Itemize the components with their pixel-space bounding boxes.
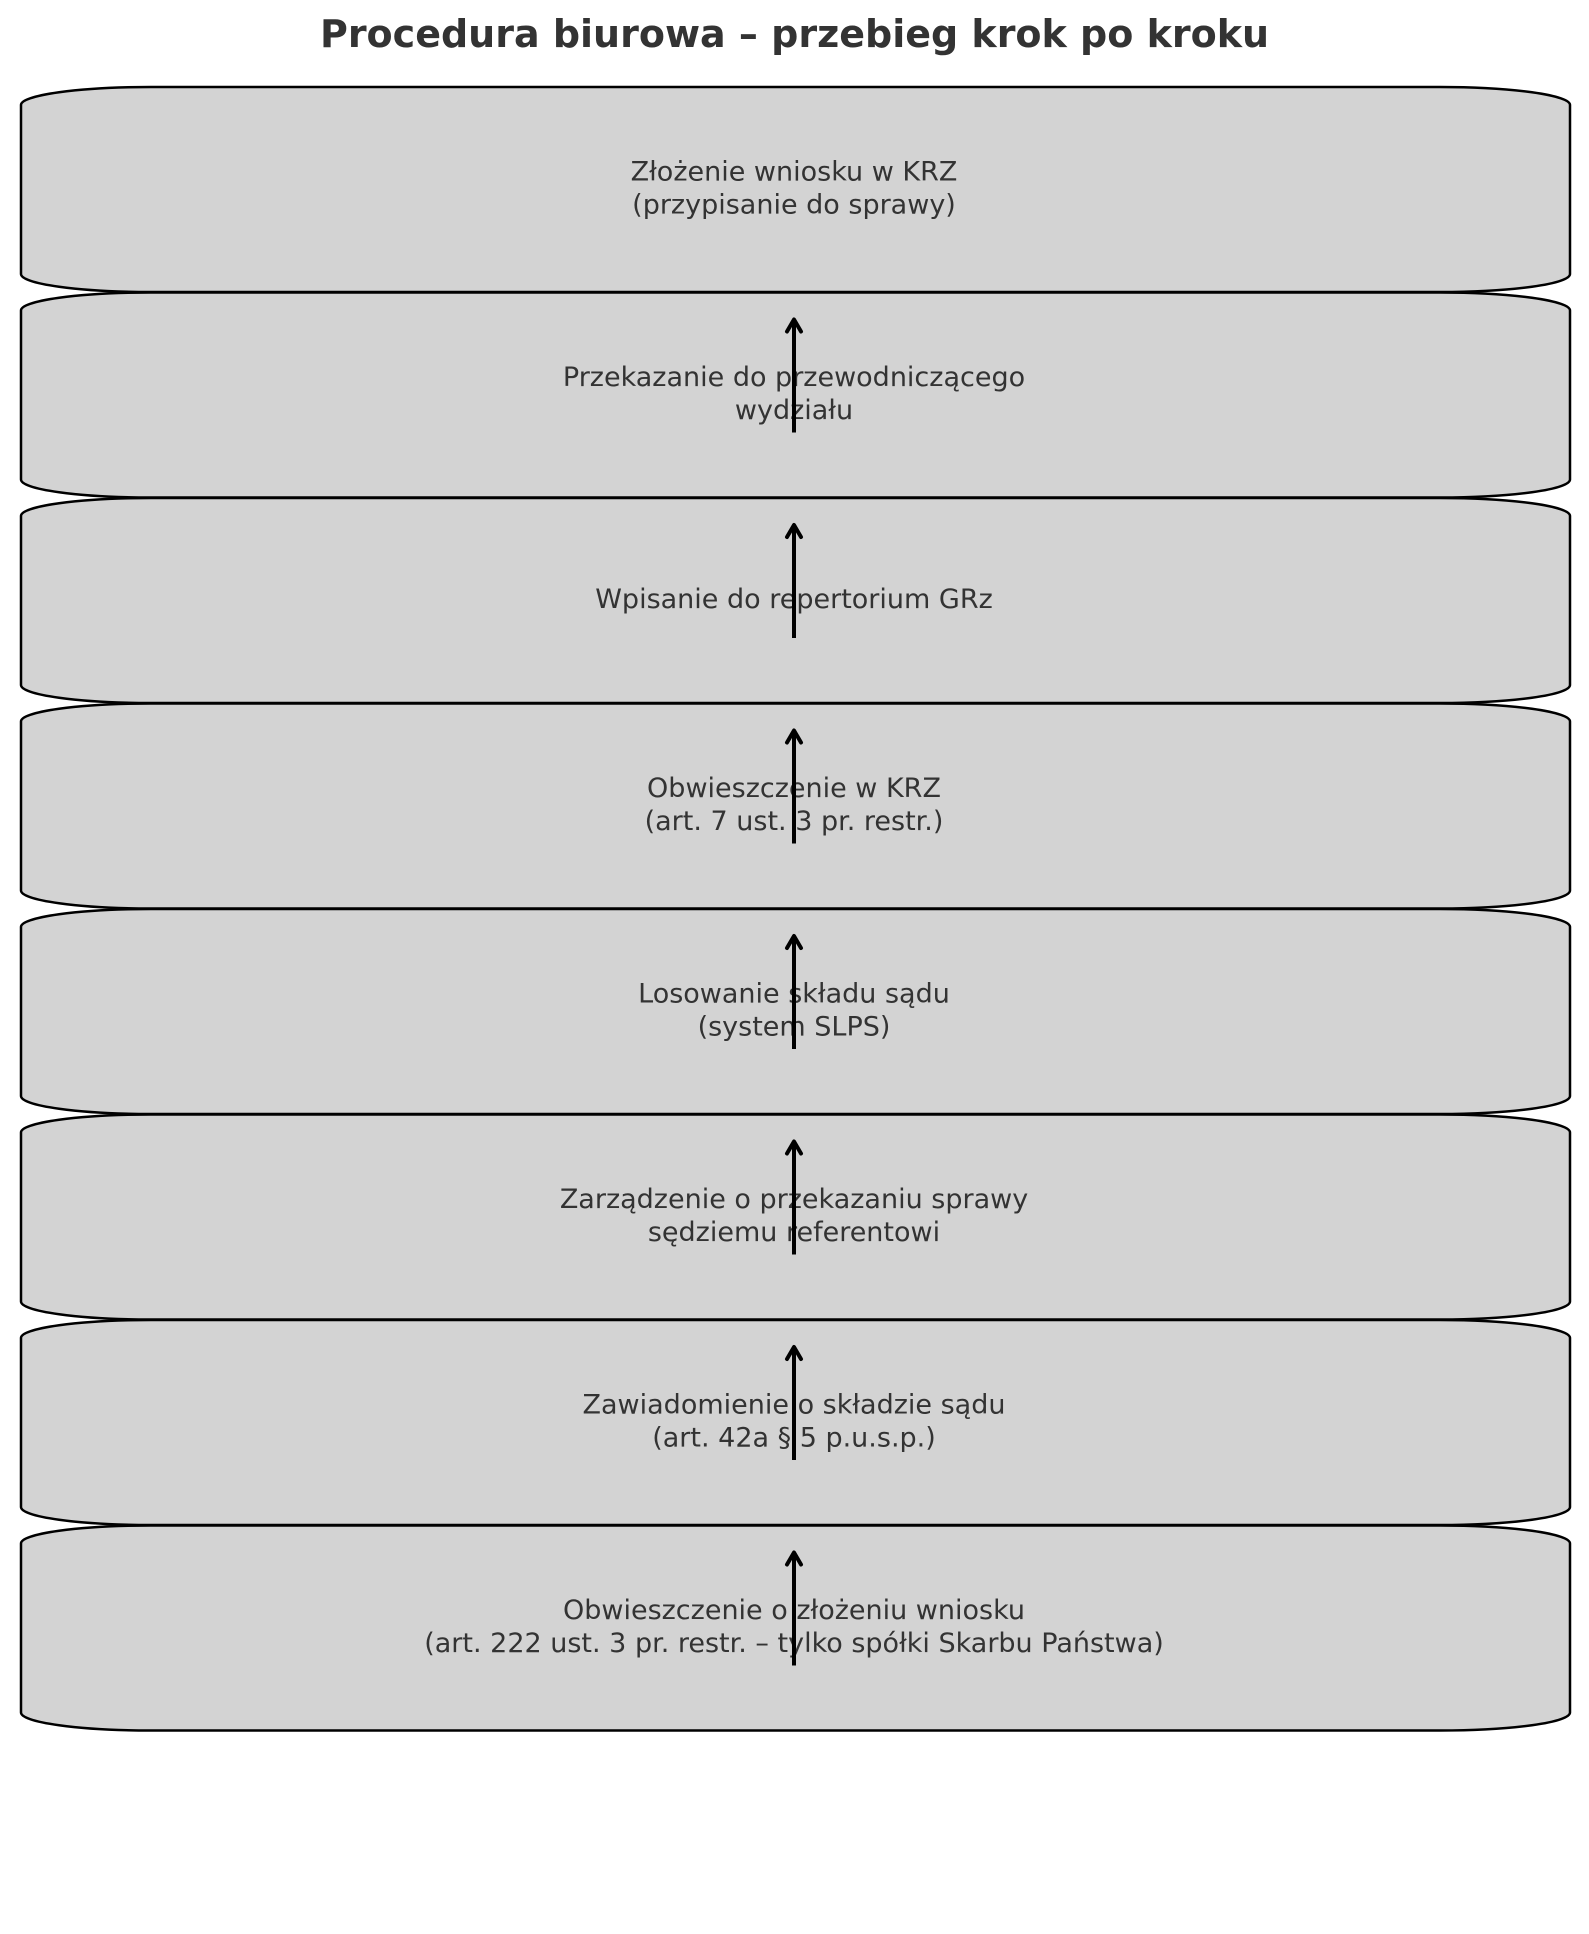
step-arrows [785,317,803,1666]
up-arrow-3 [785,728,803,844]
diagram-title: Procedura biurowa – przebieg krok po kro… [319,12,1270,56]
up-arrow-2 [785,523,803,638]
up-arrow-1 [785,317,803,433]
up-arrow-6 [785,1345,803,1460]
step-boxes [19,85,1572,1732]
step-label-line: Złożenie wniosku w KRZ [631,157,958,188]
step-label-1: Złożenie wniosku w KRZ(przypisanie do sp… [631,157,958,221]
up-arrow-4 [785,934,803,1049]
step-label-line: (przypisanie do sprawy) [632,190,956,221]
up-arrow-7 [785,1550,803,1666]
up-arrow-5 [785,1139,803,1255]
